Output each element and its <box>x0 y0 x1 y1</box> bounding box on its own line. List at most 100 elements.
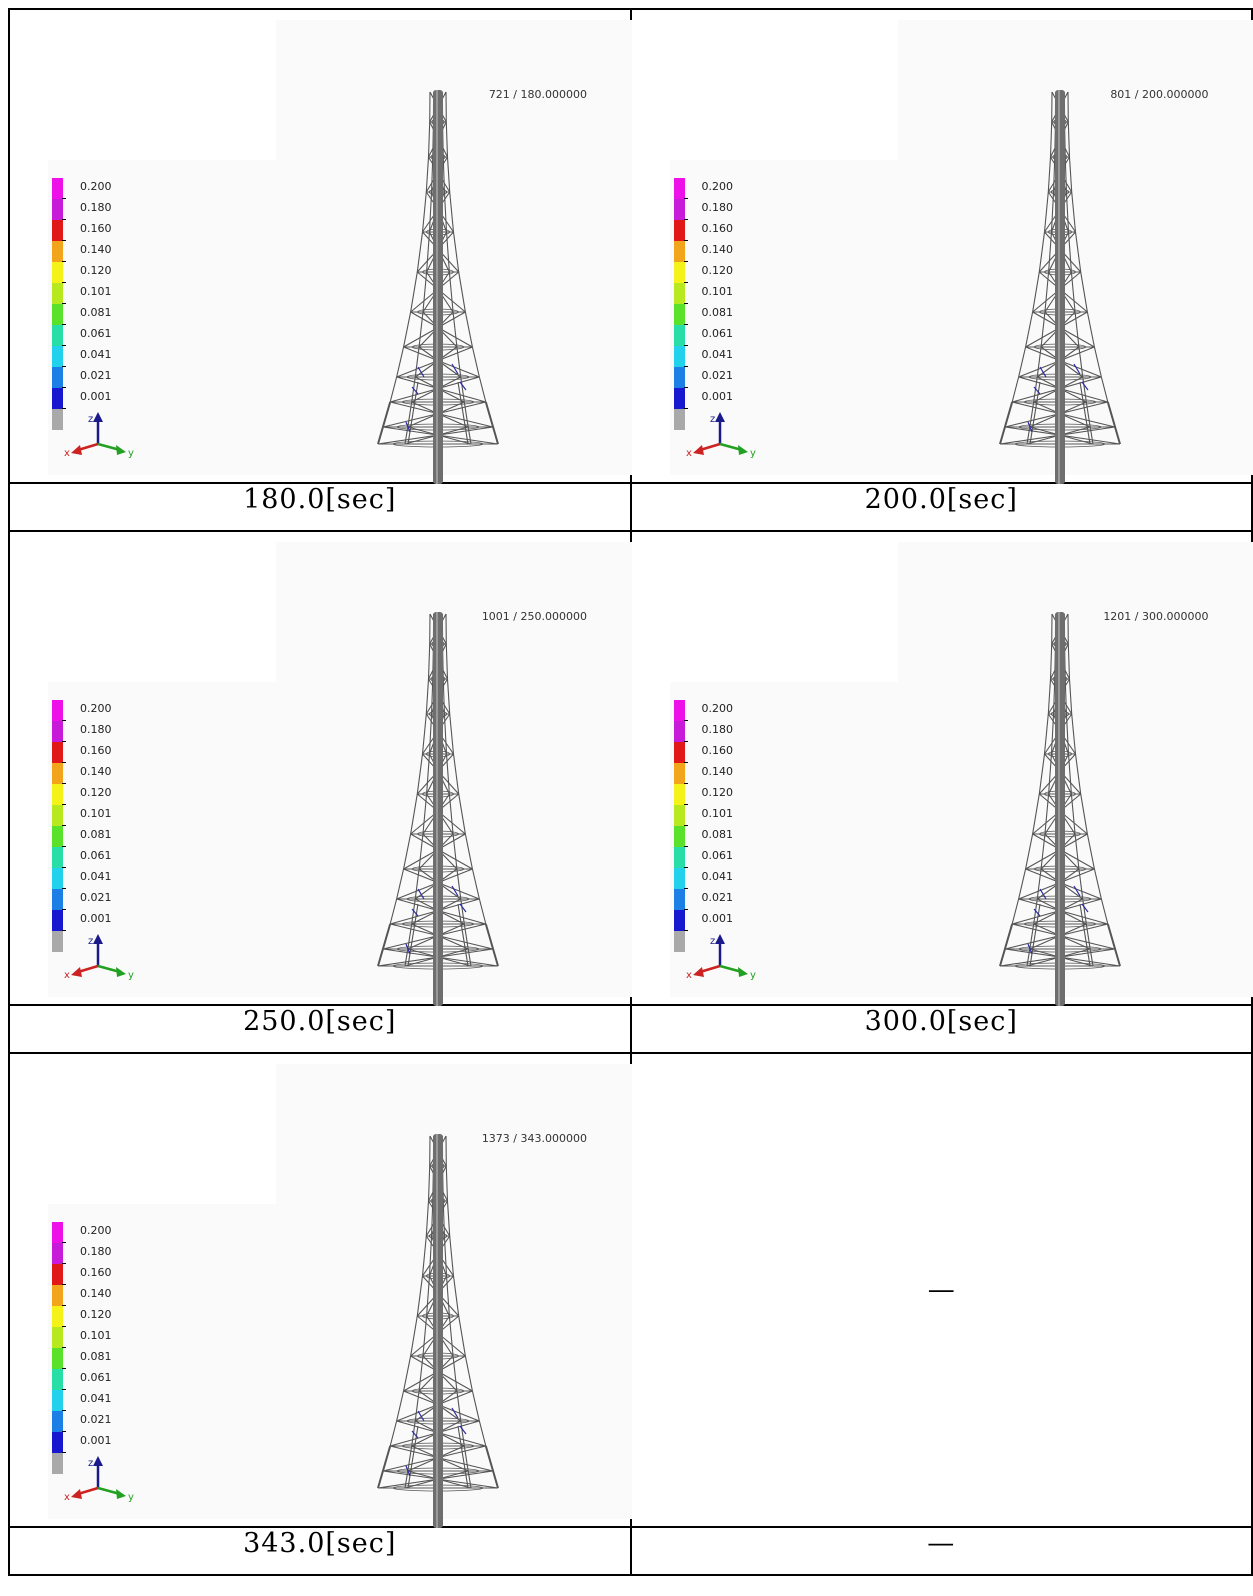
legend-tick <box>62 240 66 241</box>
legend-tick <box>62 387 66 388</box>
legend-label: 0.041 <box>80 870 112 883</box>
legend-color-swatch <box>52 304 63 325</box>
legend-tick <box>62 1305 66 1306</box>
legend-label: 0.180 <box>80 1245 112 1258</box>
legend-tick <box>683 282 688 283</box>
axis-x-label: x <box>64 448 70 459</box>
legend-color-swatch <box>673 262 685 283</box>
legend-color-swatch <box>673 784 685 805</box>
legend-label: 0.120 <box>80 786 112 799</box>
legend-tick <box>62 1347 66 1348</box>
legend-label: 0.140 <box>701 243 734 256</box>
legend-color-swatch <box>673 805 685 826</box>
legend-color-swatch <box>673 199 685 220</box>
frame-background <box>669 20 898 160</box>
frame-step-time-label: 1001 / 250.000000 <box>481 610 587 623</box>
legend-label: 0.081 <box>80 306 112 319</box>
legend-label: 0.081 <box>80 828 112 841</box>
legend-tick <box>62 888 66 889</box>
legend-tick <box>62 282 66 283</box>
axis-z-label: z <box>88 414 93 425</box>
legend-label: 0.021 <box>701 369 734 382</box>
legend-tick <box>62 345 66 346</box>
legend-label: 0.180 <box>701 201 734 214</box>
axis-z-label: z <box>88 936 93 947</box>
legend-label: 0.061 <box>80 849 112 862</box>
frame-background <box>48 1064 276 1204</box>
legend-tick <box>62 303 66 304</box>
legend-color-swatch <box>52 742 63 763</box>
legend-tick <box>62 408 66 409</box>
legend-label: 0.101 <box>80 1329 112 1342</box>
axis-x-label: x <box>686 448 692 459</box>
legend-label: 0.160 <box>701 744 734 757</box>
legend-color-swatch <box>52 367 63 388</box>
legend-color-swatch <box>673 742 685 763</box>
legend-color-swatch <box>52 388 63 409</box>
legend-tick <box>62 804 66 805</box>
axis-y-label: y <box>750 448 756 459</box>
frame-background <box>48 20 276 160</box>
legend-label: 0.081 <box>701 828 734 841</box>
legend-tick <box>62 1263 66 1264</box>
legend-label: 0.061 <box>80 1371 112 1384</box>
legend-tick <box>683 720 688 721</box>
simulation-frame: 1001 / 250.000000 <box>48 542 633 1006</box>
simulation-frame: 1201 / 300.000000 <box>669 542 1253 1006</box>
tower-model <box>998 90 1121 484</box>
legend-tick <box>62 846 66 847</box>
legend-tick <box>683 804 688 805</box>
simulation-frame: 721 / 180.000000 <box>48 20 633 484</box>
legend-label: 0.041 <box>80 348 112 361</box>
legend-label: 0.001 <box>701 390 734 403</box>
legend-tick <box>683 366 688 367</box>
legend-tick <box>62 261 66 262</box>
legend-label: 0.200 <box>80 180 112 193</box>
legend-color-swatch <box>673 409 685 430</box>
legend-color-swatch <box>52 220 63 241</box>
legend-label: 0.180 <box>701 723 734 736</box>
time-caption: 200.0[sec] <box>629 482 1253 532</box>
legend-label: 0.200 <box>701 702 734 715</box>
legend-tick <box>62 1452 66 1453</box>
legend-color-swatch <box>673 931 685 952</box>
axis-y-label: y <box>128 1492 134 1503</box>
legend-color-swatch <box>52 931 63 952</box>
legend-label: 0.160 <box>80 1266 112 1279</box>
legend-label: 0.140 <box>701 765 734 778</box>
legend-color-swatch <box>673 910 685 931</box>
legend-tick <box>683 825 688 826</box>
legend-label: 0.021 <box>80 1413 112 1426</box>
legend-tick <box>683 261 688 262</box>
legend-tick <box>62 198 66 199</box>
legend-color-swatch <box>52 241 63 262</box>
legend-tick <box>62 1242 66 1243</box>
simulation-frame: 801 / 200.000000 <box>669 20 1253 484</box>
legend-label: 0.120 <box>80 264 112 277</box>
legend-color-swatch <box>673 889 685 910</box>
legend-tick <box>683 930 688 931</box>
legend-label: 0.101 <box>701 807 734 820</box>
legend-color-swatch <box>673 346 685 367</box>
axis-x-label: x <box>686 970 692 981</box>
legend-color-swatch <box>673 220 685 241</box>
legend-color-swatch <box>673 283 685 304</box>
legend-label: 0.021 <box>80 369 112 382</box>
axis-z-label: z <box>710 414 715 425</box>
legend-tick <box>62 1284 66 1285</box>
legend-color-swatch <box>673 388 685 409</box>
legend-color-swatch <box>52 283 63 304</box>
legend-label: 0.180 <box>80 201 112 214</box>
legend-tick <box>683 888 688 889</box>
legend-color-swatch <box>52 1285 63 1306</box>
legend-color-swatch <box>52 1390 63 1411</box>
frame-step-time-label: 801 / 200.000000 <box>1110 88 1209 101</box>
